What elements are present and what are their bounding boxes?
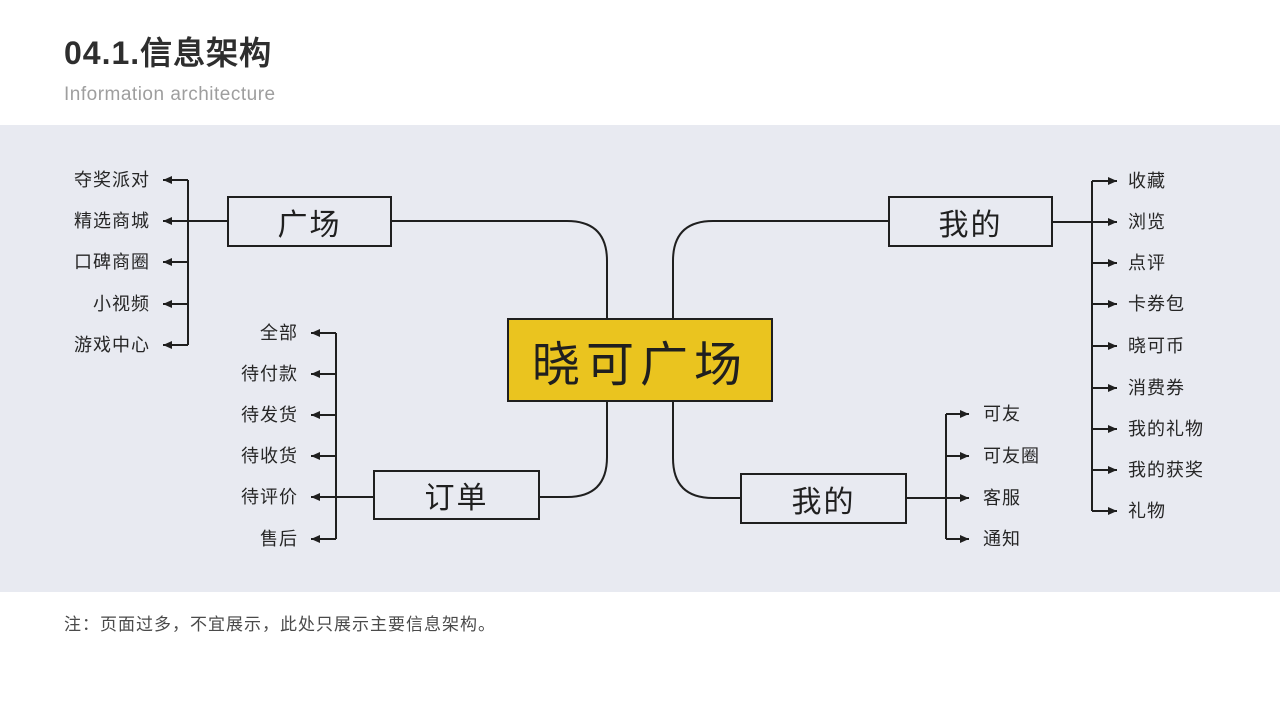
leaf-label: 消费券 — [1128, 378, 1185, 398]
leaf-label: 待收货 — [241, 446, 298, 466]
slide-header: 04.1.信息架构 Information architecture — [64, 28, 276, 106]
leaf-label: 礼物 — [1128, 501, 1166, 521]
branch-box-orders: 订单 — [373, 470, 540, 520]
leaf-label: 待发货 — [241, 405, 298, 425]
leaf-label: 精选商城 — [74, 211, 150, 231]
leaf-label: 小视频 — [93, 294, 150, 314]
leaf-label: 口碑商圈 — [74, 252, 150, 272]
leaf-label: 通知 — [983, 529, 1021, 549]
leaf-label: 可友圈 — [983, 446, 1040, 466]
leaf-label: 我的礼物 — [1128, 419, 1204, 439]
branch-box-profile-bottom: 我的 — [740, 473, 907, 524]
branch-box-square: 广场 — [227, 196, 392, 247]
page-title: 04.1.信息架构 — [64, 35, 273, 71]
leaf-label: 卡券包 — [1128, 294, 1185, 314]
leaf-label: 客服 — [983, 488, 1021, 508]
leaf-label: 可友 — [983, 404, 1021, 424]
leaf-label: 待评价 — [241, 487, 298, 507]
leaf-label: 晓可币 — [1128, 336, 1185, 356]
page-subtitle: Information architecture — [64, 84, 276, 105]
center-node: 晓可广场 — [507, 318, 773, 402]
footnote: 注：页面过多，不宜展示，此处只展示主要信息架构。 — [64, 615, 496, 634]
leaf-label: 售后 — [260, 529, 298, 549]
branch-box-profile-top: 我的 — [888, 196, 1053, 247]
leaf-label: 点评 — [1128, 253, 1166, 273]
leaf-label: 浏览 — [1128, 212, 1166, 232]
leaf-label: 全部 — [260, 323, 298, 343]
leaf-label: 夺奖派对 — [74, 170, 150, 190]
leaf-label: 游戏中心 — [74, 335, 150, 355]
leaf-label: 待付款 — [241, 364, 298, 384]
leaf-label: 收藏 — [1128, 171, 1166, 191]
leaf-label: 我的获奖 — [1128, 460, 1204, 480]
